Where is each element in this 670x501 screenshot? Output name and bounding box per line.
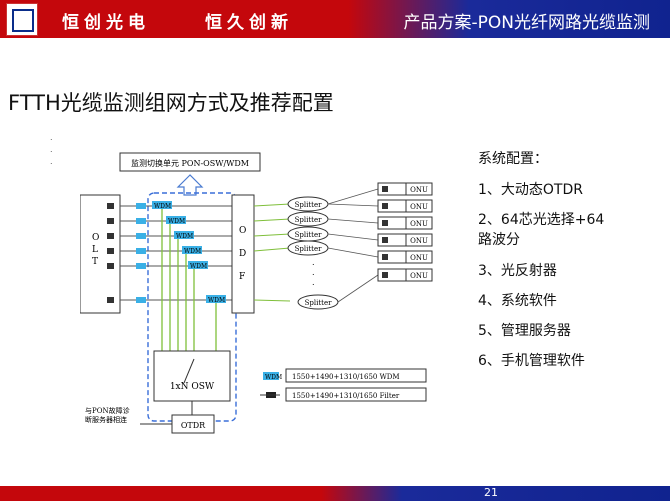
config-item-1: 1、大动态OTDR xyxy=(478,182,583,198)
svg-text:Splitter: Splitter xyxy=(295,201,323,209)
svg-text:WDM: WDM xyxy=(265,374,282,381)
config-item-6: 6、手机管理软件 xyxy=(478,353,585,369)
odf-letter-f: F xyxy=(239,272,245,282)
onu-units: ONU ONU ONU ONU ONU ONU xyxy=(377,182,433,282)
slide-title: FTTH光缆监测组网方式及推荐配置 xyxy=(8,91,334,115)
config-item-4: 4、系统软件 xyxy=(478,293,557,309)
svg-text:WDM: WDM xyxy=(190,263,207,270)
odf-box xyxy=(231,194,255,314)
otdr-label: OTDR xyxy=(181,421,206,430)
diagram-svg: 监测切换单元 PON-OSW/WDM O L T WDM WDM WDM WDM… xyxy=(79,152,433,434)
config-item-3: 3、光反射器 xyxy=(478,263,557,279)
wdm-tags: WDM WDM WDM WDM WDM WDM xyxy=(152,201,226,304)
brand-right: 恒久创新 xyxy=(205,13,293,33)
svg-text:Splitter: Splitter xyxy=(295,216,323,224)
config-item-2: 2、64芯光选择+64 xyxy=(478,212,605,228)
odf-letter-d: D xyxy=(239,249,246,259)
config-item-2-cont: 路波分 xyxy=(478,232,520,248)
wdm-blocks xyxy=(136,203,146,303)
decorative-dots: ... xyxy=(50,133,53,166)
svg-text:ONU: ONU xyxy=(410,186,428,194)
osw-label: 1xN OSW xyxy=(170,382,215,392)
svg-text:ONU: ONU xyxy=(410,254,428,262)
svg-text:WDM: WDM xyxy=(154,203,171,210)
svg-text:WDM: WDM xyxy=(168,218,185,225)
svg-text:ONU: ONU xyxy=(410,220,428,228)
svg-text:WDM: WDM xyxy=(176,233,193,240)
svg-text:Splitter: Splitter xyxy=(305,299,333,307)
svg-text:Splitter: Splitter xyxy=(295,245,323,253)
svg-text:Splitter: Splitter xyxy=(295,231,323,239)
svg-text:WDM: WDM xyxy=(184,248,201,255)
odf-letter-o: O xyxy=(239,226,246,236)
svg-text:ONU: ONU xyxy=(410,237,428,245)
svg-text:.: . xyxy=(312,268,315,277)
switch-unit-label: 监测切换单元 PON-OSW/WDM xyxy=(131,158,249,168)
svg-text:ONU: ONU xyxy=(410,203,428,211)
up-arrow-icon xyxy=(176,174,204,196)
header-bar: 恒创光电 恒久创新 产品方案-PON光纤网路光缆监测 xyxy=(0,0,670,38)
olt-port-icons xyxy=(107,203,114,303)
olt-letter-o: O xyxy=(92,233,99,243)
splitters: Splitter Splitter Splitter Splitter Spli… xyxy=(287,196,339,310)
footer-bar xyxy=(0,486,670,501)
config-item-5: 5、管理服务器 xyxy=(478,323,571,339)
olt-letter-t: T xyxy=(92,257,98,267)
network-diagram: 监测切换单元 PON-OSW/WDM O L T WDM WDM WDM WDM… xyxy=(79,145,450,449)
company-logo-icon xyxy=(6,3,38,36)
svg-text:.: . xyxy=(312,278,315,287)
svg-text:.: . xyxy=(312,258,315,267)
page-number: 21 xyxy=(484,486,498,499)
side-note-1: 与PON故障诊 xyxy=(85,406,130,415)
legend-filter: 1550+1490+1310/1650 Filter xyxy=(292,392,400,400)
header-title: 产品方案-PON光纤网路光缆监测 xyxy=(403,13,650,33)
fiber-drop-lines xyxy=(161,209,217,351)
splitter-onu-lines xyxy=(327,188,379,303)
svg-text:ONU: ONU xyxy=(410,272,428,280)
side-note-2: 断服务器相连 xyxy=(85,415,127,424)
config-heading: 系统配置： xyxy=(478,151,548,167)
svg-text:WDM: WDM xyxy=(208,297,225,304)
legend-wdm: 1550+1490+1310/1650 WDM xyxy=(292,373,400,381)
osw-box xyxy=(153,350,231,402)
osw-switch-arm xyxy=(183,358,195,384)
olt-letter-l: L xyxy=(92,245,98,255)
legend: WDM 1550+1490+1310/1650 WDM 1550+1490+13… xyxy=(260,368,427,402)
switch-unit-box xyxy=(119,152,261,172)
brand-left: 恒创光电 xyxy=(62,13,150,33)
odf-splitter-lines xyxy=(253,203,291,302)
